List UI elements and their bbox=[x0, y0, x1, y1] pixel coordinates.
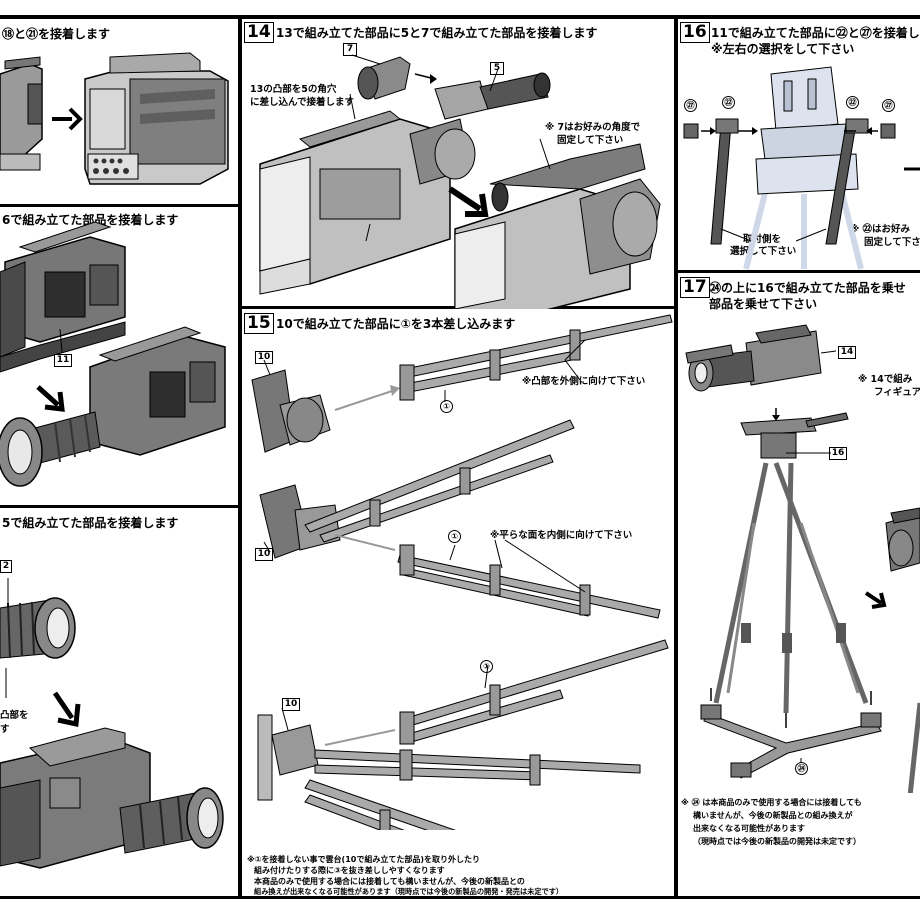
step-16-title: 11で組み立てた部品に㉒と㉗を接着し bbox=[711, 26, 920, 40]
step-13-title: ⑱と㉑を接着します bbox=[2, 27, 111, 41]
step-14-note-a1: 13の凸部を5の角穴 bbox=[250, 84, 337, 95]
callout-11: 11 bbox=[54, 354, 72, 367]
step-17-title: ㉔の上に16で組み立てた部品を乗せ bbox=[709, 281, 906, 295]
frame-top bbox=[0, 15, 920, 19]
step-14-note-a2: に差し込んで接着します bbox=[250, 97, 355, 108]
label-1-a: ① bbox=[440, 400, 453, 413]
divider-right bbox=[676, 270, 920, 273]
step-15-foot-2: 組み付けたりする際に③を抜き差ししやすくなります bbox=[254, 866, 445, 875]
step-14-note-b1: ※ 7はお好みの角度で bbox=[545, 122, 641, 133]
step-16-illustration bbox=[683, 66, 920, 270]
label-1-c: ① bbox=[480, 660, 493, 673]
divider-left-col bbox=[238, 15, 242, 899]
callout-7: 7 bbox=[343, 43, 357, 56]
callout-10-b: 10 bbox=[255, 548, 273, 561]
step-15-note-g: ※平らな面を内側に向けて下さい bbox=[490, 530, 633, 541]
frame-bottom bbox=[0, 896, 920, 899]
callout-10-a: 10 bbox=[255, 351, 273, 364]
label-1-b: ① bbox=[448, 530, 461, 543]
step-17-foot-1: ※ ㉔ は本商品のみで使用する場合には接着しても bbox=[681, 798, 862, 807]
step-16-note-d1: ※ ㉒はお好み bbox=[850, 224, 911, 235]
step-mid-left-title: 6で組み立てた部品を接着します bbox=[2, 213, 179, 227]
step-14-illustration bbox=[259, 54, 661, 309]
step-14-number: 14 bbox=[244, 22, 274, 43]
step-16-number: 16 bbox=[680, 22, 710, 43]
divider-right-col bbox=[674, 15, 678, 899]
step-17-illustration bbox=[685, 324, 920, 793]
step-15-foot-1: ※①を接着しない事で雲台(10で組み立てた部品)を取り外したり bbox=[247, 855, 480, 864]
step-15-title: 10で組み立てた部品に①を3本差し込みます bbox=[276, 317, 516, 331]
step-16-note-c1: 取付側を bbox=[743, 234, 782, 245]
step-15-foot-3: 本商品のみで使用する場合には接着しても構いませんが、今後の新製品との bbox=[254, 877, 525, 886]
step-15-number: 15 bbox=[244, 313, 274, 334]
step-low-left-title: 5で組み立てた部品を接着します bbox=[2, 516, 179, 530]
step-13-illustration bbox=[0, 52, 229, 185]
divider-left-2 bbox=[0, 505, 240, 508]
label-22-a: ㉒ bbox=[722, 96, 735, 109]
step-low-left-note-1: 凸部を bbox=[0, 710, 29, 721]
callout-5: 5 bbox=[490, 62, 504, 75]
step-17-note-h1: ※ 14で組み bbox=[858, 374, 913, 385]
step-17-foot-4: （現時点では今後の新製品の開発は未定です） bbox=[693, 837, 861, 846]
step-17-foot-2: 構いませんが、今後の新製品との組み換えが bbox=[693, 811, 853, 820]
step-15-note-f: ※凸部を外側に向けて下さい bbox=[522, 376, 646, 387]
step-mid-left-illustration bbox=[0, 221, 226, 487]
label-27-a: ㉗ bbox=[684, 99, 697, 112]
callout-12: 2 bbox=[0, 560, 12, 573]
step-16-note-c2: 選択して下さい bbox=[730, 246, 797, 257]
step-17-foot-3: 出来なくなる可能性があります bbox=[693, 824, 805, 833]
step-low-left-note-2: す bbox=[0, 724, 10, 735]
step-15-illustration bbox=[251, 314, 673, 830]
step-16-note-d2: 固定して下さ bbox=[864, 237, 920, 248]
divider-left-1 bbox=[0, 204, 240, 207]
callout-10-c: 10 bbox=[282, 698, 300, 711]
step-17-subtitle: 部品を乗せて下さい bbox=[709, 297, 818, 311]
step-14-note-b2: 固定して下さい bbox=[557, 135, 624, 146]
step-14-title: 13で組み立てた部品に5と7で組み立てた部品を接着します bbox=[276, 26, 598, 40]
step-17-note-h2: フィギュア bbox=[874, 387, 920, 398]
step-17-number: 17 bbox=[680, 277, 710, 298]
label-22-b: ㉒ bbox=[846, 96, 859, 109]
label-27-b: ㉗ bbox=[882, 99, 895, 112]
step-15-foot-4: 組み換えが出来なくなる可能性があります（現時点では今後の新製品の開発・発売は未定… bbox=[254, 887, 564, 896]
callout-14: 14 bbox=[838, 346, 856, 359]
step-16-subtitle: ※左右の選択をして下さい bbox=[711, 42, 855, 56]
step-low-left-illustration bbox=[0, 578, 224, 869]
